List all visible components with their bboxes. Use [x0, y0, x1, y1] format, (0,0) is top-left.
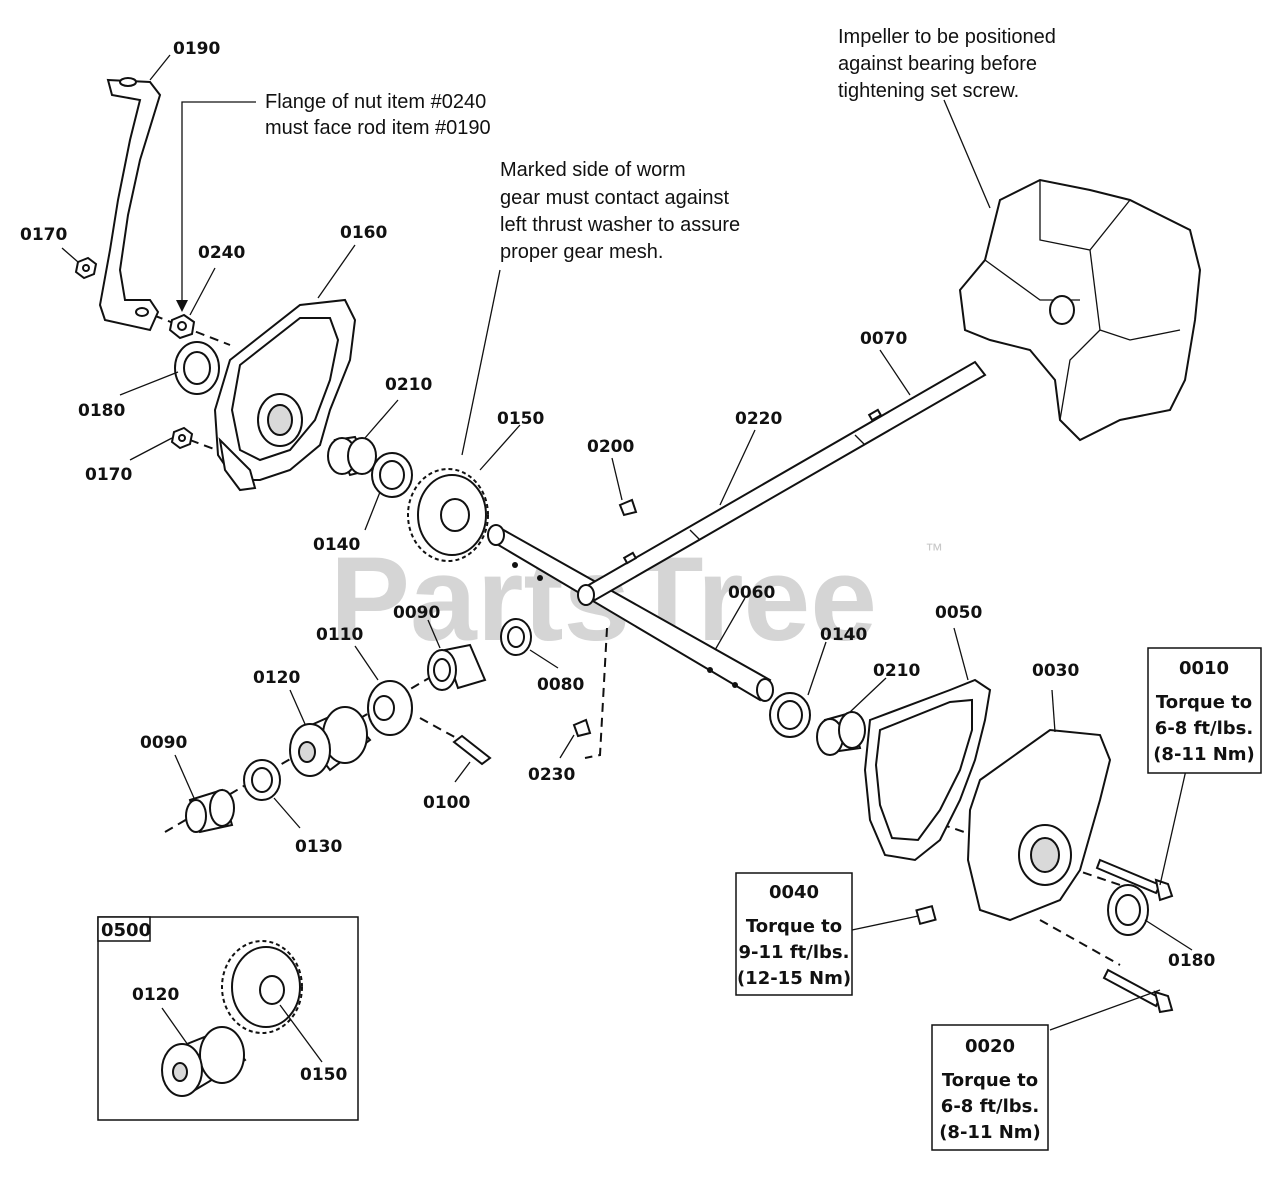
pin-0100 — [452, 734, 492, 766]
torque-0040-line-3: (12-15 Nm) — [737, 968, 851, 989]
torque-0020-part: 0020 — [965, 1036, 1015, 1057]
bushing-0090-upper — [427, 643, 487, 691]
label-0200: 0200 — [587, 437, 634, 457]
worm-0120 — [289, 706, 372, 777]
bushing-0090-lower — [185, 788, 235, 834]
washer-0130 — [243, 759, 281, 801]
housing-0030 — [966, 728, 1112, 922]
label-0100: 0100 — [423, 793, 470, 813]
impeller — [958, 178, 1202, 442]
label-0110: 0110 — [316, 625, 363, 645]
label-0210-right: 0210 — [873, 661, 920, 681]
note-impeller-line-3: tightening set screw. — [838, 80, 1019, 102]
label-0240: 0240 — [198, 243, 245, 263]
torque-box-0040: 0040 Torque to 9-11 ft/lbs. (12-15 Nm) — [735, 872, 853, 996]
label-0080: 0080 — [537, 675, 584, 695]
torque-0010-line-1: Torque to — [1156, 692, 1252, 713]
note-worm: Marked side of worm gear must contact ag… — [500, 159, 740, 263]
nut-0170-top — [74, 256, 98, 280]
torque-0010-line-3: (8-11 Nm) — [1153, 744, 1255, 765]
shaft-0060 — [487, 524, 774, 702]
collar-0110 — [367, 680, 413, 736]
gasket-0050 — [863, 678, 992, 862]
note-worm-line-1: Marked side of worm — [500, 159, 686, 181]
label-0170-top: 0170 — [20, 225, 67, 245]
seal-0180-right — [1107, 884, 1149, 936]
torque-0040-line-2: 9-11 ft/lbs. — [739, 942, 850, 963]
watermark-tm: ™ — [925, 540, 943, 560]
label-0090-lower: 0090 — [140, 733, 187, 753]
arrow-head — [176, 300, 188, 312]
torque-box-0020: 0020 Torque to 6-8 ft/lbs. (8-11 Nm) — [931, 1024, 1049, 1151]
axis-key — [584, 627, 608, 759]
label-0180-right: 0180 — [1168, 951, 1215, 971]
note-impeller-line-2: against bearing before — [838, 53, 1037, 75]
nut-0170-bottom — [170, 426, 194, 450]
washer-0140-right — [769, 692, 811, 738]
label-0140-left: 0140 — [313, 535, 360, 555]
gear-0150 — [407, 468, 489, 562]
label-0190: 0190 — [173, 39, 220, 59]
label-0220: 0220 — [735, 409, 782, 429]
nut-0240 — [168, 313, 196, 340]
label-0050: 0050 — [935, 603, 982, 623]
note-worm-line-3: left thrust washer to assure — [500, 214, 740, 236]
kit-worm-0120 — [161, 1026, 247, 1097]
plug-0040 — [915, 904, 937, 926]
seal-0180-left — [174, 341, 220, 395]
kit-box-0500: 0500 0120 0150 — [97, 916, 359, 1121]
torque-0010-part: 0010 — [1179, 658, 1229, 679]
label-0180-left: 0180 — [78, 401, 125, 421]
bushing-0210-right — [816, 711, 866, 756]
torque-0020-line-2: 6-8 ft/lbs. — [941, 1096, 1039, 1117]
kit-title: 0500 — [101, 920, 151, 941]
torque-0010-line-2: 6-8 ft/lbs. — [1155, 718, 1253, 739]
kit-label-0120: 0120 — [132, 985, 179, 1005]
bolt-0020 — [1102, 968, 1174, 1014]
key-0230 — [572, 718, 592, 738]
rod-0190 — [98, 77, 162, 332]
label-0150: 0150 — [497, 409, 544, 429]
leader-lines — [61, 54, 1193, 1031]
label-0230: 0230 — [528, 765, 575, 785]
label-0210-left: 0210 — [385, 375, 432, 395]
label-0130: 0130 — [295, 837, 342, 857]
note-impeller: Impeller to be positioned against bearin… — [838, 26, 1056, 102]
label-0160: 0160 — [340, 223, 387, 243]
note-flange-line-1: Flange of nut item #0240 — [265, 91, 486, 113]
label-0070: 0070 — [860, 329, 907, 349]
label-0090-upper: 0090 — [393, 603, 440, 623]
note-impeller-line-1: Impeller to be positioned — [838, 26, 1056, 48]
label-0120: 0120 — [253, 668, 300, 688]
washer-0080 — [500, 618, 532, 656]
torque-box-0010: 0010 Torque to 6-8 ft/lbs. (8-11 Nm) — [1147, 647, 1262, 774]
torque-0020-line-1: Torque to — [942, 1070, 1038, 1091]
label-0170-bottom: 0170 — [85, 465, 132, 485]
torque-0020-line-3: (8-11 Nm) — [939, 1122, 1041, 1143]
key-0200 — [618, 498, 638, 517]
torque-0040-line-1: Torque to — [746, 916, 842, 937]
housing-0160 — [213, 298, 357, 492]
torque-0040-part: 0040 — [769, 882, 819, 903]
label-0140-right: 0140 — [820, 625, 867, 645]
kit-label-0150: 0150 — [300, 1065, 347, 1085]
arrow-flange — [181, 101, 256, 300]
note-flange-line-2: must face rod item #0190 — [265, 117, 491, 139]
kit-gear-0150 — [221, 940, 303, 1034]
note-worm-line-2: gear must contact against — [500, 187, 729, 209]
washer-0140-left — [371, 452, 413, 498]
label-0030: 0030 — [1032, 661, 1079, 681]
note-flange: Flange of nut item #0240 must face rod i… — [265, 91, 491, 139]
note-worm-line-4: proper gear mesh. — [500, 241, 663, 263]
label-0060: 0060 — [728, 583, 775, 603]
part-labels: 0190 0170 0240 0160 0180 0170 0210 0140 … — [20, 39, 1215, 971]
bushing-0210-left — [327, 435, 377, 477]
shaft-0220 — [577, 360, 987, 606]
axis-bolt — [1039, 919, 1121, 966]
axis-pin — [419, 717, 461, 741]
